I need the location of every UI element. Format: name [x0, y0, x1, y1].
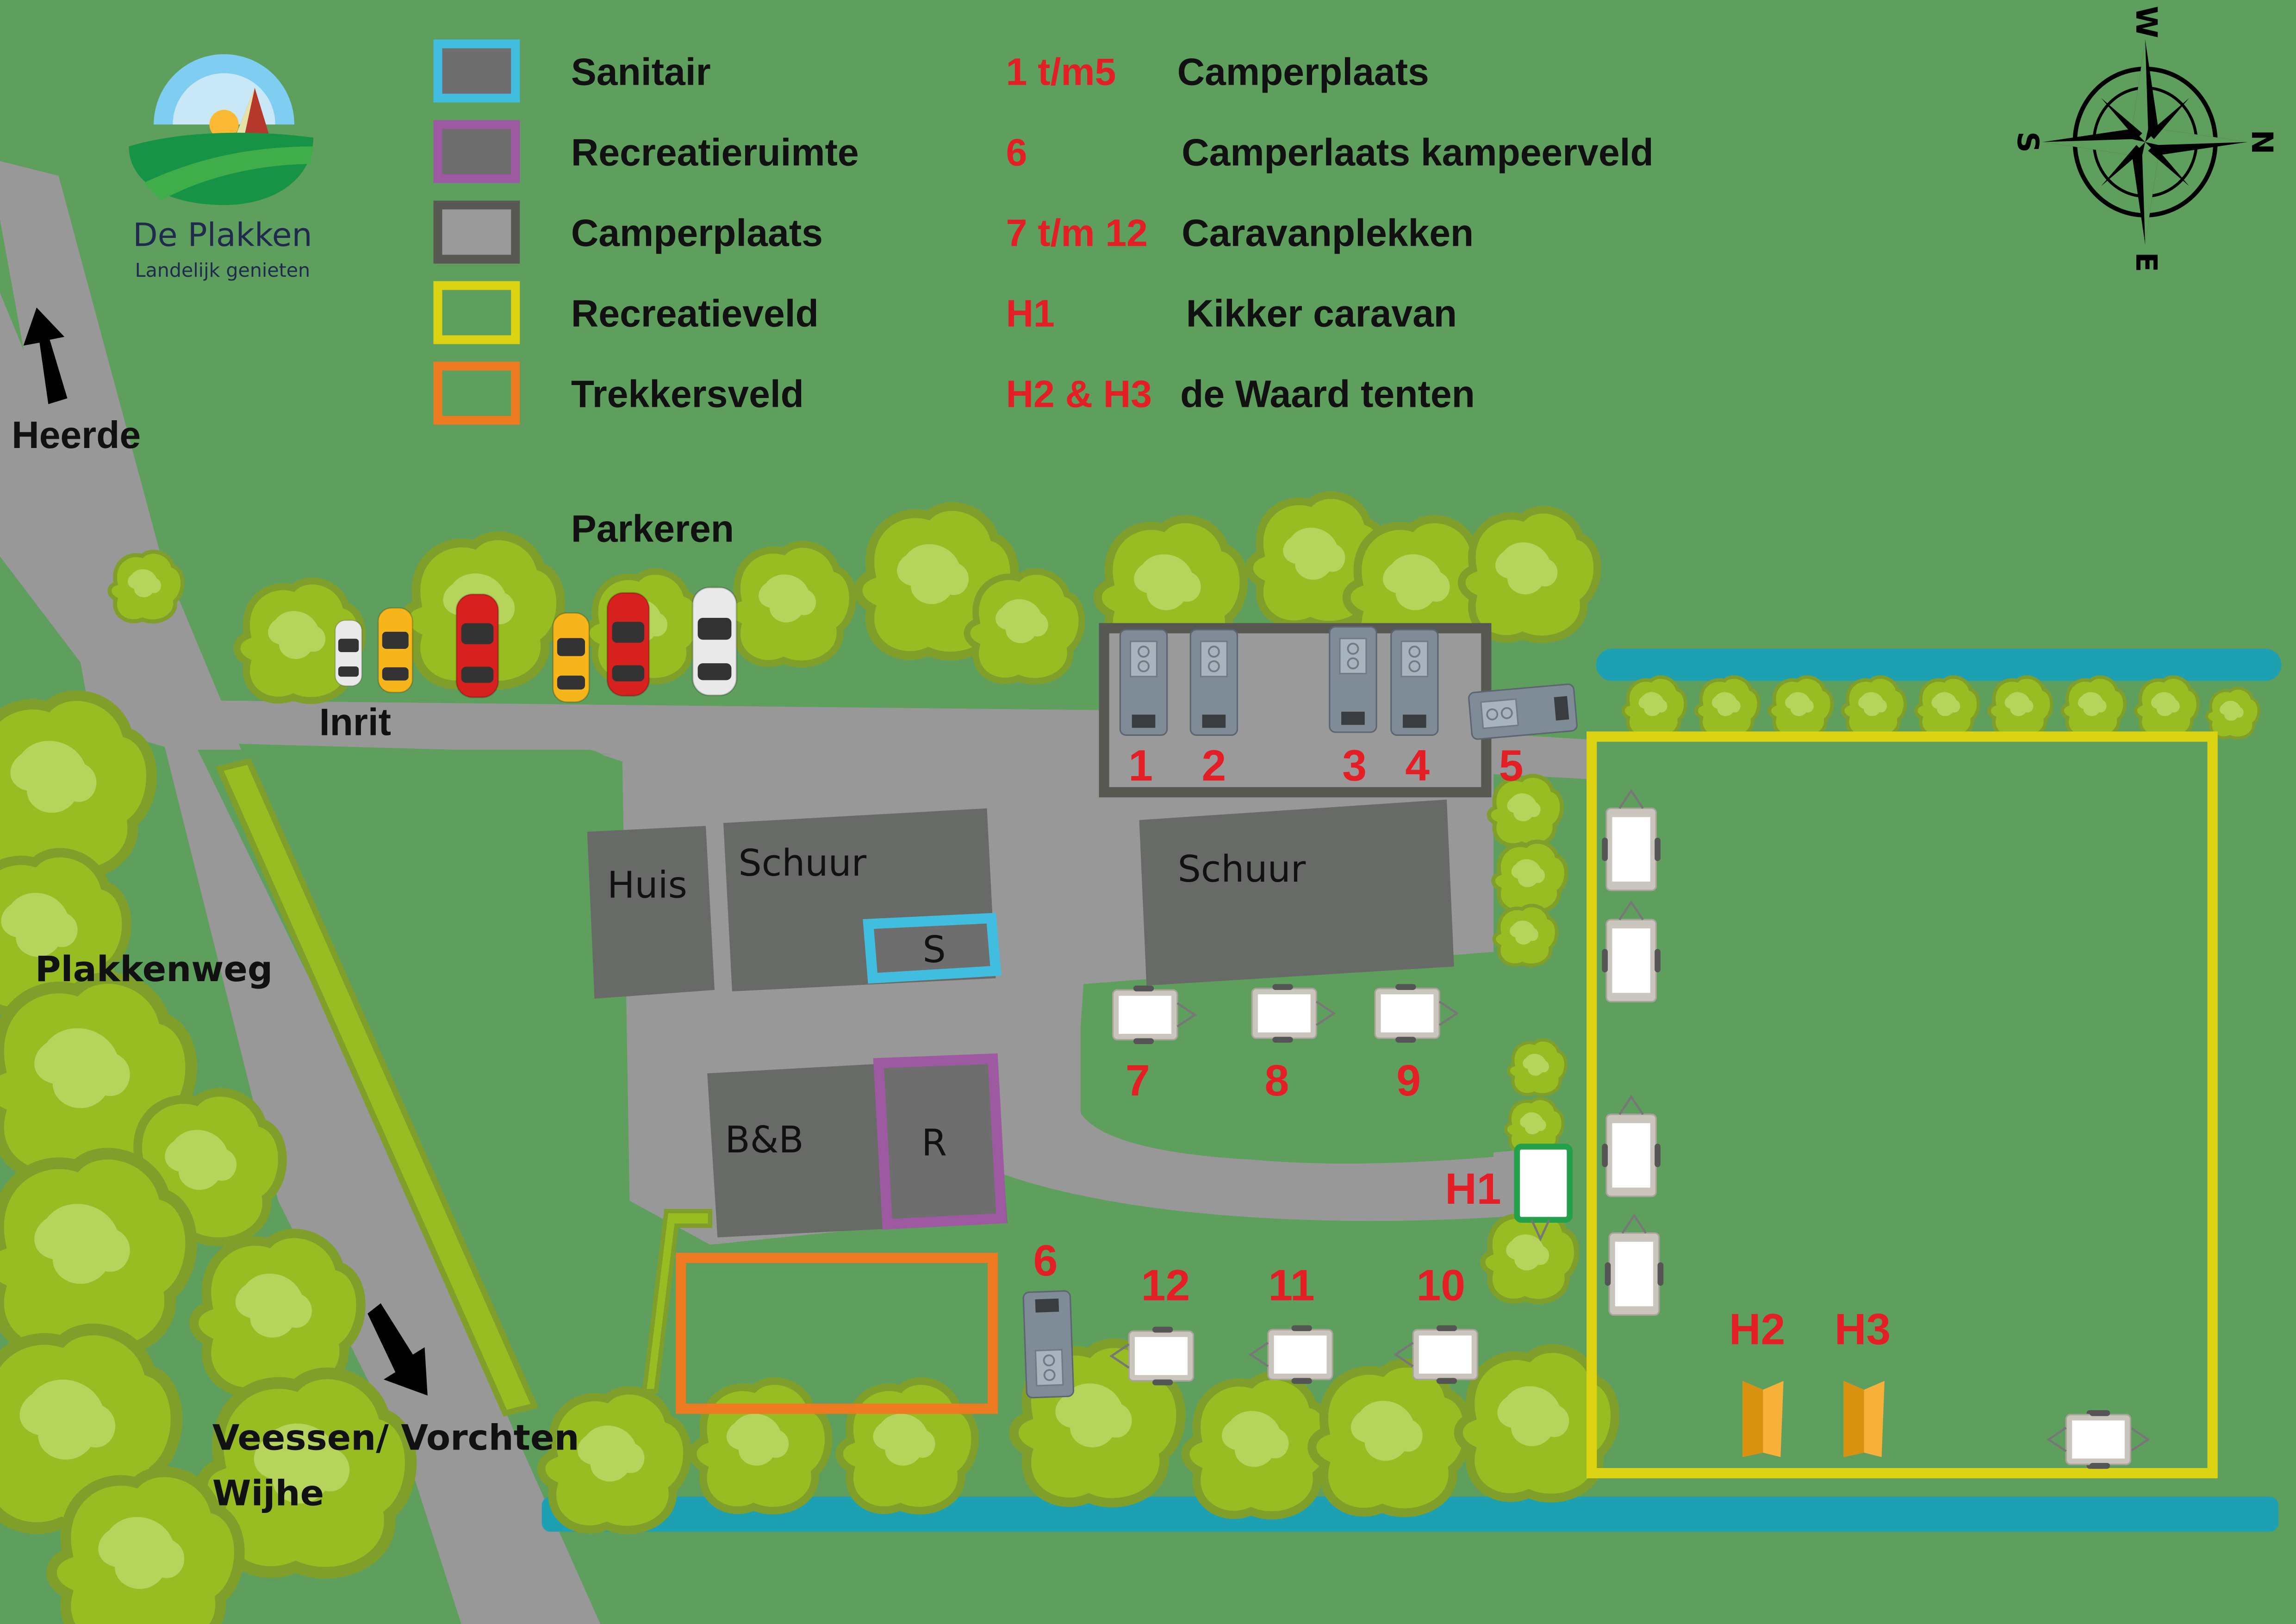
spot-label-9: 9 — [1396, 1056, 1421, 1105]
legend-swatch — [433, 39, 520, 103]
arrow-north-icon — [23, 307, 68, 404]
legend-code-item: 6 Camperlaats kampeerveld — [1006, 132, 1654, 174]
yard-grass-left — [198, 750, 674, 1245]
direction-heerde: Heerde — [12, 414, 141, 456]
spot-label-2: 2 — [1201, 741, 1226, 790]
label-schuur-1: Schuur — [739, 842, 867, 884]
legend-code: 7 t/m 12 — [1006, 212, 1148, 255]
compass-right-label: N — [2245, 130, 2279, 154]
legend-code-item: 7 t/m 12 Caravanplekken — [1006, 212, 1474, 255]
hedge-small — [641, 1208, 713, 1394]
spot-label-8: 8 — [1265, 1056, 1289, 1105]
legend-code-item: H1 Kikker caravan — [1006, 293, 1457, 335]
label-sanitair-short: S — [922, 928, 946, 971]
label-huis: Huis — [607, 864, 687, 907]
label-recreatie-short: R — [921, 1121, 947, 1164]
legend-item: Sanitair — [433, 39, 711, 103]
legend-label: Recreatieveld — [571, 293, 819, 335]
legend-code-desc: Camperlaats kampeerveld — [1182, 132, 1653, 174]
logo: De Plakken Landelijk genieten — [129, 54, 314, 281]
legend-swatch — [433, 200, 520, 264]
spot-label-4: 4 — [1405, 741, 1430, 790]
compass-icon: W N E S — [2011, 6, 2279, 272]
legend-label: Recreatieruimte — [571, 132, 859, 174]
parked-car — [606, 592, 650, 697]
trekkersveld-area[interactable] — [676, 1252, 998, 1414]
caravan-h1-kikker[interactable] — [1514, 1144, 1573, 1242]
tree-row-canal-top — [1623, 677, 2259, 738]
legend-code-item: H2 & H3 de Waard tenten — [1006, 373, 1475, 416]
legend-item: Recreatieruimte — [433, 120, 859, 183]
legend-item: Trekkersveld — [433, 361, 804, 425]
spot-label-h2: H2 — [1729, 1305, 1785, 1354]
spot-label-10: 10 — [1416, 1261, 1465, 1310]
legend: SanitairRecreatieruimteCamperplaatsRecre… — [433, 39, 1654, 425]
legend-label: Sanitair — [571, 51, 711, 93]
legend-code-item: 1 t/m5 Camperplaats — [1006, 51, 1429, 93]
sanitair-box[interactable] — [863, 913, 1002, 984]
camper-6[interactable] — [1022, 1290, 1075, 1399]
label-bnb: B&B — [725, 1119, 803, 1161]
parked-car — [691, 586, 738, 697]
spot-label-h1: H1 — [1445, 1164, 1501, 1213]
water-canal-top[interactable] — [1596, 648, 2282, 681]
parked-car — [377, 607, 413, 693]
parked-cars — [335, 586, 738, 703]
building-huis[interactable] — [587, 826, 715, 999]
direction-veessen: Veessen/ Vorchten — [212, 1417, 579, 1458]
legend-swatch — [433, 281, 520, 344]
spot-label-1: 1 — [1128, 741, 1153, 790]
legend-item: Recreatieveld — [433, 281, 819, 344]
spot-label-7: 7 — [1126, 1056, 1150, 1105]
tent-h3[interactable] — [1843, 1381, 1885, 1457]
legend-code-desc: Caravanplekken — [1182, 212, 1474, 255]
compass-bottom-label: E — [2129, 252, 2164, 272]
plakkenweg-road — [0, 161, 601, 1624]
parked-car — [335, 620, 362, 687]
recreatieveld-area[interactable] — [1587, 731, 2218, 1479]
camper-3[interactable] — [1328, 626, 1377, 733]
label-inrit: Inrit — [319, 701, 391, 743]
camper-2[interactable] — [1189, 628, 1238, 736]
direction-wijhe: Wijhe — [212, 1473, 324, 1514]
spot-label-h3: H3 — [1835, 1305, 1891, 1354]
spot-label-11: 11 — [1268, 1261, 1314, 1310]
spot-label-5: 5 — [1499, 741, 1524, 790]
parked-car — [552, 612, 590, 703]
logo-tagline: Landelijk genieten — [135, 259, 310, 281]
hedge-along-road — [215, 758, 539, 1417]
legend-code-desc: Camperplaats — [1177, 51, 1429, 93]
compass-left-label: S — [2011, 131, 2045, 153]
spot-label-12: 12 — [1141, 1261, 1190, 1310]
legend-code: 6 — [1006, 132, 1027, 174]
tent-h2[interactable] — [1742, 1381, 1784, 1457]
parked-car — [455, 593, 499, 698]
logo-name: De Plakken — [133, 217, 312, 254]
label-plakkenweg: Plakkenweg — [35, 949, 273, 989]
compass-top-label: W — [2129, 6, 2164, 38]
legend-code: 1 t/m5 — [1006, 51, 1116, 93]
arrow-south-icon — [367, 1303, 428, 1396]
camper-5[interactable] — [1467, 683, 1579, 741]
spot-label-3: 3 — [1342, 741, 1367, 790]
recreatieruimte-box[interactable] — [873, 1053, 1007, 1230]
legend-code: H1 — [1006, 293, 1055, 335]
legend-swatch — [433, 120, 520, 183]
building-schuur-2[interactable] — [1139, 799, 1454, 986]
legend-item: Camperplaats — [433, 200, 823, 264]
label-schuur-2: Schuur — [1178, 848, 1306, 890]
legend-code-desc: de Waard tenten — [1180, 373, 1475, 416]
spot-label-6: 6 — [1033, 1236, 1058, 1285]
legend-code-desc: Kikker caravan — [1186, 293, 1457, 335]
legend-swatch — [433, 361, 520, 425]
legend-label: Camperplaats — [571, 212, 823, 255]
camper-1[interactable] — [1119, 628, 1168, 736]
legend-label: Trekkersveld — [571, 373, 804, 416]
legend-code: H2 & H3 — [1006, 373, 1152, 416]
camper-4[interactable] — [1390, 628, 1439, 736]
label-parkeren: Parkeren — [571, 508, 734, 550]
